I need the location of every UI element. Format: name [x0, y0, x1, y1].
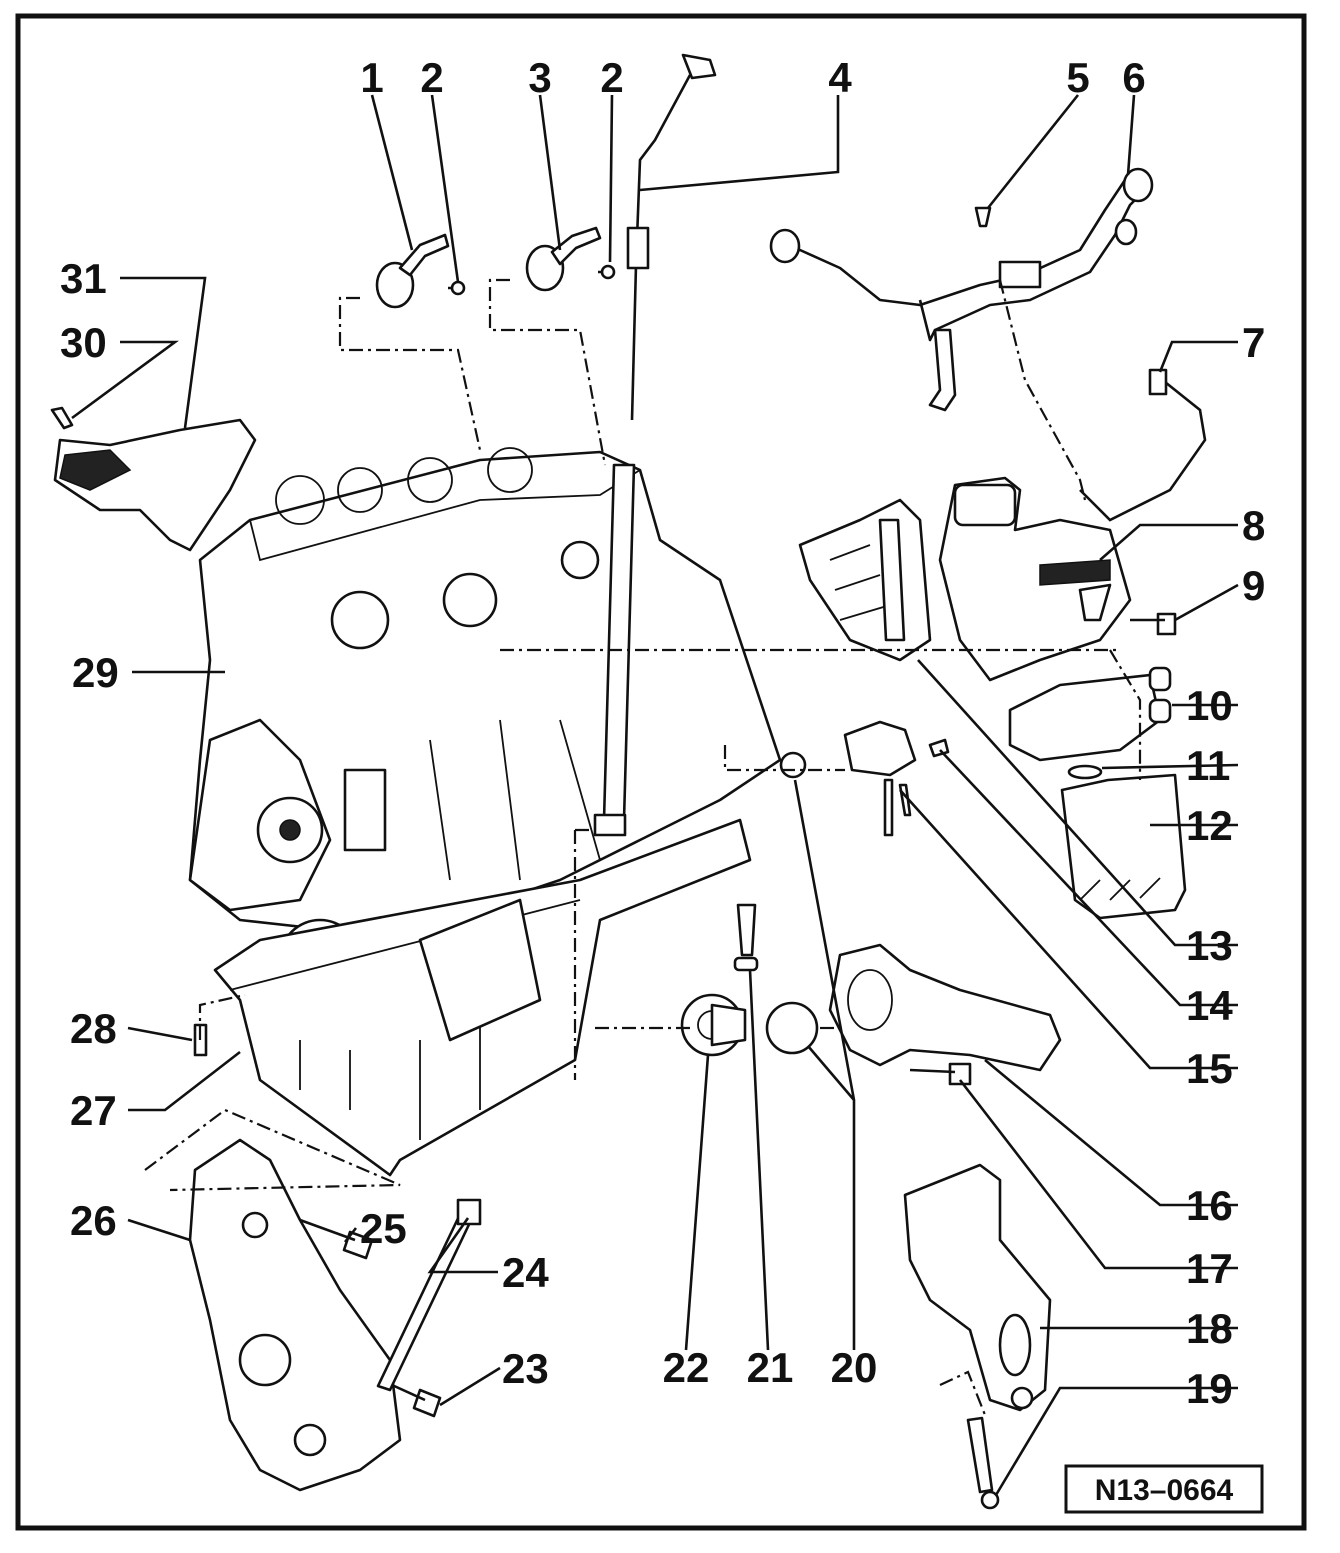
callout-27: 27 [70, 1087, 117, 1134]
callout-7: 7 [1242, 319, 1265, 366]
callout-3: 3 [528, 54, 551, 101]
callout-13: 13 [1186, 922, 1233, 969]
callout-31: 31 [60, 255, 107, 302]
callout-21: 21 [747, 1344, 794, 1391]
callout-26: 26 [70, 1197, 117, 1244]
callout-16: 16 [1186, 1182, 1233, 1229]
callout-28: 28 [70, 1005, 117, 1052]
alignment-lines [144, 278, 1142, 1416]
callout-15: 15 [1186, 1045, 1233, 1092]
callout-19: 19 [1186, 1365, 1233, 1412]
callout-12: 12 [1186, 802, 1233, 849]
callout-4: 4 [828, 54, 852, 101]
callout-18: 18 [1186, 1305, 1233, 1352]
callout-labels: 1 2 3 2 4 5 6 7 8 9 10 11 12 13 14 15 16… [60, 54, 1265, 1412]
callout-8: 8 [1242, 502, 1265, 549]
callout-25: 25 [360, 1205, 407, 1252]
callout-20: 20 [831, 1344, 878, 1391]
callout-1: 1 [360, 54, 383, 101]
callout-24: 24 [502, 1249, 549, 1296]
part-drawings [50, 53, 1207, 1510]
callout-17: 17 [1186, 1245, 1233, 1292]
callout-6: 6 [1122, 54, 1145, 101]
callout-30: 30 [60, 319, 107, 366]
callout-9: 9 [1242, 562, 1265, 609]
callout-23: 23 [502, 1345, 549, 1392]
callout-5: 5 [1066, 54, 1089, 101]
callout-11: 11 [1186, 742, 1230, 789]
callout-29: 29 [72, 649, 119, 696]
reference-code-box: N13–0664 [1064, 1464, 1264, 1514]
leader-lines [71, 94, 1239, 1496]
callout-14: 14 [1186, 982, 1233, 1029]
callout-22: 22 [663, 1344, 710, 1391]
callout-10: 10 [1186, 682, 1233, 729]
callout-2a: 2 [420, 54, 443, 101]
reference-code: N13–0664 [1095, 1474, 1234, 1507]
callout-2b: 2 [600, 54, 623, 101]
